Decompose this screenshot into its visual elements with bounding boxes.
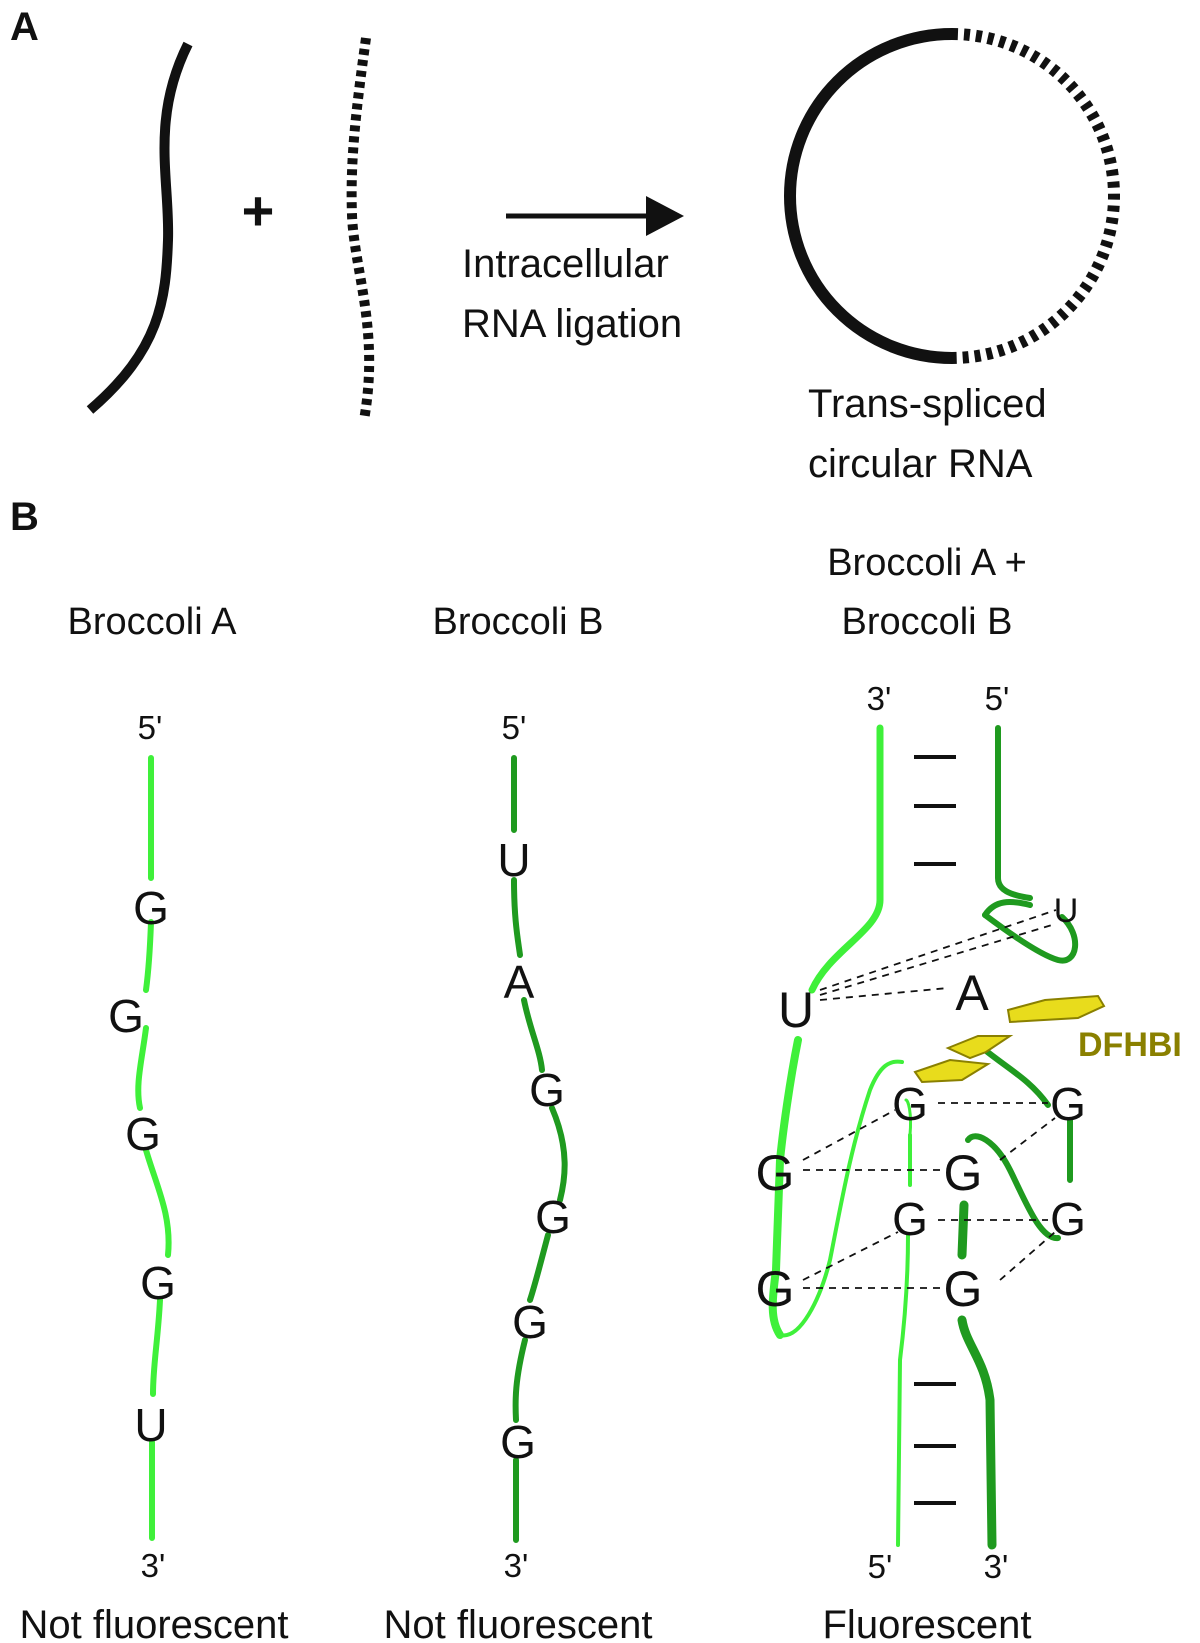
- dfhbi-ligand: [913, 994, 1106, 1084]
- broccoli-ab-strand-b-lower: [965, 1047, 1073, 1241]
- broccoli-ab-strand-b-loop: [982, 899, 1033, 918]
- quartet-g-8: G: [944, 1261, 983, 1317]
- broccoli-a-nt-5: U: [134, 1399, 167, 1451]
- broccoli-a-status: Not fluorescent: [19, 1603, 288, 1643]
- broccoli-b-nt-6: G: [500, 1416, 536, 1468]
- broccoli-ab-strand-b: [982, 725, 1079, 964]
- dfhbi-label: DFHBI: [1078, 1026, 1182, 1064]
- circular-rna-solid-half: [784, 28, 953, 364]
- quartet-g-1: G: [892, 1078, 928, 1130]
- broccoli-b-nt-5: G: [512, 1296, 548, 1348]
- broccoli-ab-strand-a-mid: [896, 1133, 912, 1547]
- broccoli-ab-strand-a: [808, 724, 884, 994]
- ligation-arrow-head: [646, 196, 684, 236]
- broccoli-b-3prime: 3': [504, 1547, 529, 1584]
- broccoli-b-nt-4: G: [535, 1191, 571, 1243]
- arrow-label-line2: RNA ligation: [462, 302, 682, 346]
- broccoli-ab-5prime-bottom: 5': [868, 1548, 893, 1585]
- broccoli-ab-title-line1: Broccoli A +: [827, 542, 1027, 584]
- broccoli-ab-5prime-top: 5': [985, 680, 1010, 717]
- broccoli-b-strand: [511, 755, 568, 1543]
- stem-base-pairs-bottom: [914, 1382, 956, 1505]
- broccoli-ab-3prime-top: 3': [867, 680, 892, 717]
- quartet-interactions: [802, 1102, 1056, 1289]
- quartet-g-7: G: [756, 1261, 795, 1317]
- dashed-rna-strand: [346, 37, 375, 421]
- broccoli-ab-strand-a-cross: [904, 1098, 912, 1137]
- broccoli-a-nt-4: G: [140, 1257, 176, 1309]
- broccoli-b-status: Not fluorescent: [383, 1603, 652, 1643]
- broccoli-a-nt-3: G: [125, 1108, 161, 1160]
- broccoli-b-nt-1: U: [497, 834, 530, 886]
- complex-nt-u-left: U: [778, 982, 814, 1038]
- panel-label-a: A: [10, 5, 39, 49]
- broccoli-a-3prime: 3': [141, 1547, 166, 1584]
- broccoli-ab-strand-a-lower: [768, 1036, 802, 1339]
- broccoli-b-nt-2: A: [504, 956, 535, 1008]
- broccoli-a-title: Broccoli A: [68, 601, 238, 643]
- stem-base-pairs-top: [914, 755, 956, 866]
- circular-rna-dashed-half: [951, 28, 1120, 364]
- quartet-g-3: G: [756, 1145, 795, 1201]
- product-label-line1: Trans-spliced: [808, 382, 1047, 426]
- broccoli-a-strand: [135, 755, 172, 1541]
- broccoli-ab-status: Fluorescent: [823, 1603, 1032, 1643]
- broccoli-ab-strand-a-loop: [778, 1059, 904, 1338]
- broccoli-ab-title-line2: Broccoli B: [841, 601, 1012, 643]
- product-label-line2: circular RNA: [808, 442, 1033, 486]
- u-a-interactions: [819, 909, 1057, 1001]
- broccoli-ab-3prime-bottom: 3': [984, 1548, 1009, 1585]
- broccoli-ab-strand-b-stem: [957, 1200, 997, 1550]
- broccoli-b-nt-3: G: [529, 1064, 565, 1116]
- broccoli-a-nt-2: G: [108, 990, 144, 1042]
- complex-nt-a: A: [955, 965, 989, 1021]
- quartet-g-6: G: [1050, 1193, 1086, 1245]
- quartet-g-5: G: [892, 1193, 928, 1245]
- broccoli-b-title: Broccoli B: [432, 601, 603, 643]
- panel-label-b: B: [10, 495, 39, 539]
- broccoli-a-5prime: 5': [138, 709, 163, 746]
- solid-rna-strand: [86, 41, 193, 414]
- quartet-g-2: G: [1050, 1078, 1086, 1130]
- quartet-g-4: G: [944, 1145, 983, 1201]
- broccoli-b-5prime: 5': [502, 709, 527, 746]
- plus-sign: +: [242, 179, 275, 242]
- complex-nt-u-small: U: [1054, 892, 1079, 930]
- broccoli-a-nt-1: G: [133, 882, 169, 934]
- arrow-label-line1: Intracellular: [462, 242, 669, 286]
